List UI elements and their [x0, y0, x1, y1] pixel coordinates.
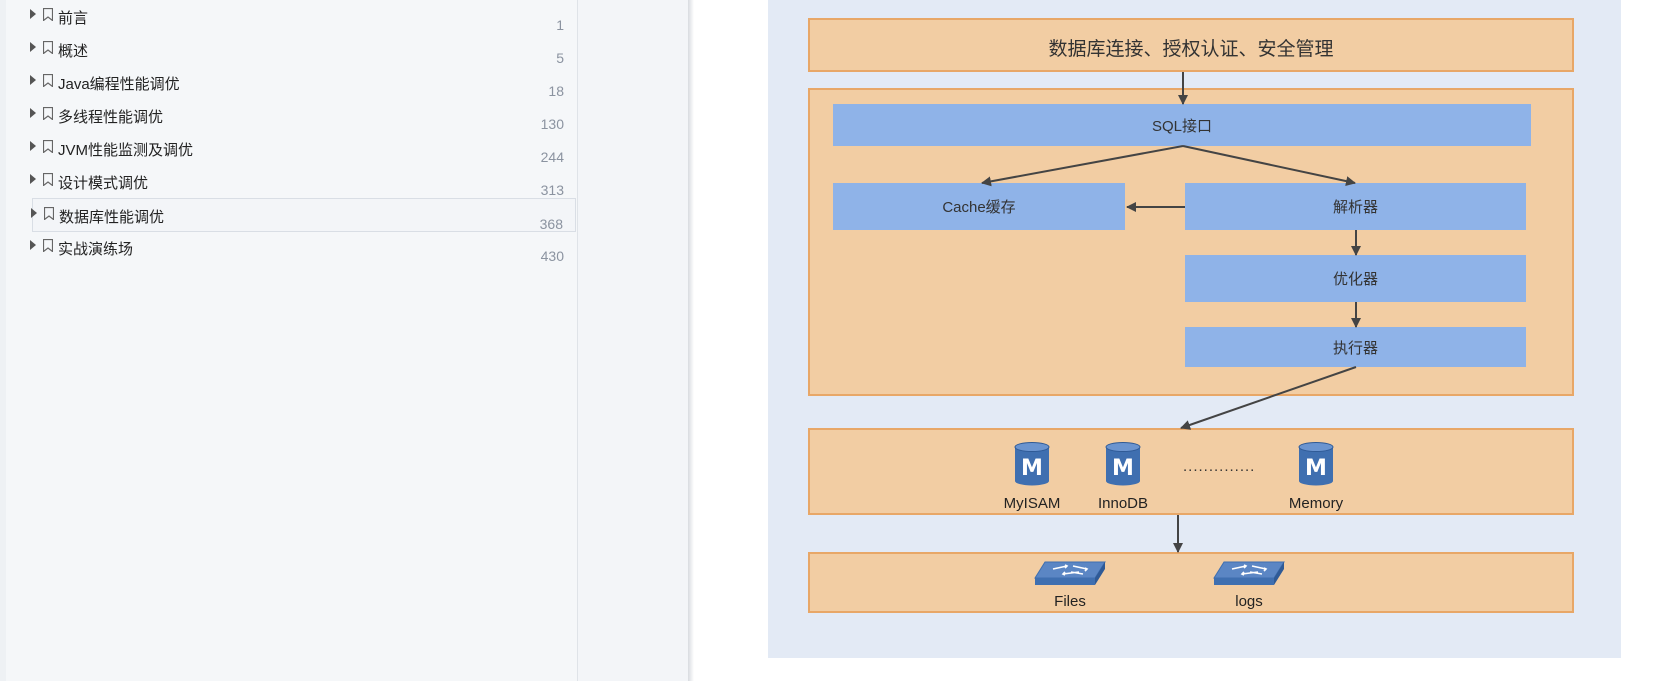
- bookmark-icon: [43, 41, 53, 54]
- page-shadow: [688, 0, 694, 681]
- engines-ellipsis: ..............: [1183, 458, 1256, 475]
- toc-item-jvm[interactable]: JVM性能监测及调优 244: [30, 132, 576, 166]
- database-icon: M: [1105, 442, 1141, 486]
- toc-item-label: 数据库性能调优: [59, 209, 165, 226]
- toc-item-page: 1: [556, 17, 564, 33]
- toc-item-design-patterns[interactable]: 设计模式调优 313: [30, 165, 576, 199]
- expand-caret-icon[interactable]: [30, 9, 36, 19]
- bookmark-icon: [44, 207, 54, 220]
- expand-caret-icon[interactable]: [30, 141, 36, 151]
- toc-item-preface[interactable]: 前言 1: [30, 0, 576, 34]
- executor-label: 执行器: [1332, 339, 1378, 357]
- toc-item-overview[interactable]: 概述 5: [30, 33, 576, 67]
- database-icon: M: [1298, 442, 1334, 486]
- storage-label: logs: [1235, 593, 1263, 610]
- engine-label: Memory: [1288, 495, 1344, 512]
- storage-logs: logs: [1199, 560, 1299, 610]
- bookmark-icon: [43, 173, 53, 186]
- bookmark-icon: [43, 8, 53, 21]
- toc-item-database[interactable]: 数据库性能调优 368: [31, 198, 576, 232]
- toc-sidebar: 前言 1 概述 5 Java编程性能调优 18 多线程性能调优 130 JVM性…: [0, 0, 578, 681]
- storage-files: Files: [1020, 560, 1120, 610]
- engine-myisam: M MyISAM: [987, 442, 1077, 512]
- svg-text:M: M: [1305, 456, 1327, 481]
- expand-caret-icon[interactable]: [31, 208, 37, 218]
- engine-label: InnoDB: [1097, 495, 1149, 512]
- toc-item-page: 18: [548, 83, 564, 99]
- storage-device-icon: [1213, 561, 1285, 585]
- expand-caret-icon[interactable]: [30, 240, 36, 250]
- connection-layer-label: 数据库连接、授权认证、安全管理: [1048, 39, 1334, 60]
- cache-box: Cache缓存: [833, 183, 1125, 230]
- parser-box: 解析器: [1185, 183, 1526, 230]
- arrow-executor-to-engines: [1180, 366, 1357, 430]
- toc-item-label: 前言: [58, 10, 89, 27]
- engine-innodb: M InnoDB: [1078, 442, 1168, 512]
- sql-interface-label: SQL接口: [1151, 117, 1212, 135]
- database-icon: M: [1014, 442, 1050, 486]
- svg-text:M: M: [1112, 456, 1134, 481]
- toc-item-label: JVM性能监测及调优: [58, 142, 194, 159]
- arrow-sql-to-cache: [981, 145, 1184, 187]
- optimizer-label: 优化器: [1332, 271, 1378, 288]
- toc-item-page: 430: [540, 248, 564, 264]
- toc-item-label: 实战演练场: [58, 241, 134, 258]
- parser-label: 解析器: [1332, 199, 1378, 216]
- viewer-gutter: [578, 0, 692, 681]
- expand-caret-icon[interactable]: [30, 108, 36, 118]
- toc-item-page: 130: [540, 116, 564, 132]
- svg-text:M: M: [1021, 456, 1043, 481]
- bookmark-icon: [43, 107, 53, 120]
- executor-box: 执行器: [1185, 327, 1526, 367]
- expand-caret-icon[interactable]: [30, 75, 36, 85]
- cache-label: Cache缓存: [942, 199, 1016, 216]
- arrow-sql-to-parser: [1182, 145, 1356, 186]
- toc-item-label: 多线程性能调优: [58, 109, 164, 126]
- toc-item-java-tuning[interactable]: Java编程性能调优 18: [30, 66, 576, 100]
- toc-item-page: 368: [539, 216, 563, 232]
- file-system-layer: [808, 552, 1574, 613]
- toc-item-page: 244: [540, 149, 564, 165]
- toc-item-label: Java编程性能调优: [58, 76, 180, 93]
- engine-memory: M Memory: [1271, 442, 1361, 512]
- optimizer-box: 优化器: [1185, 255, 1526, 302]
- expand-caret-icon[interactable]: [30, 42, 36, 52]
- toc-item-label: 设计模式调优: [58, 175, 149, 192]
- bookmark-icon: [43, 239, 53, 252]
- expand-caret-icon[interactable]: [30, 174, 36, 184]
- toc-item-page: 313: [540, 182, 564, 198]
- connection-layer: 数据库连接、授权认证、安全管理: [808, 18, 1574, 72]
- bookmark-icon: [43, 140, 53, 153]
- bookmark-icon: [43, 74, 53, 87]
- toc-item-practice[interactable]: 实战演练场 430: [30, 231, 576, 265]
- storage-device-icon: [1034, 561, 1106, 585]
- toc-item-page: 5: [556, 50, 564, 66]
- storage-label: Files: [1054, 593, 1086, 610]
- engine-label: MyISAM: [1003, 495, 1061, 512]
- sql-interface-box: SQL接口: [833, 104, 1531, 146]
- toc-item-label: 概述: [58, 43, 89, 60]
- toc-item-multithread[interactable]: 多线程性能调优 130: [30, 99, 576, 133]
